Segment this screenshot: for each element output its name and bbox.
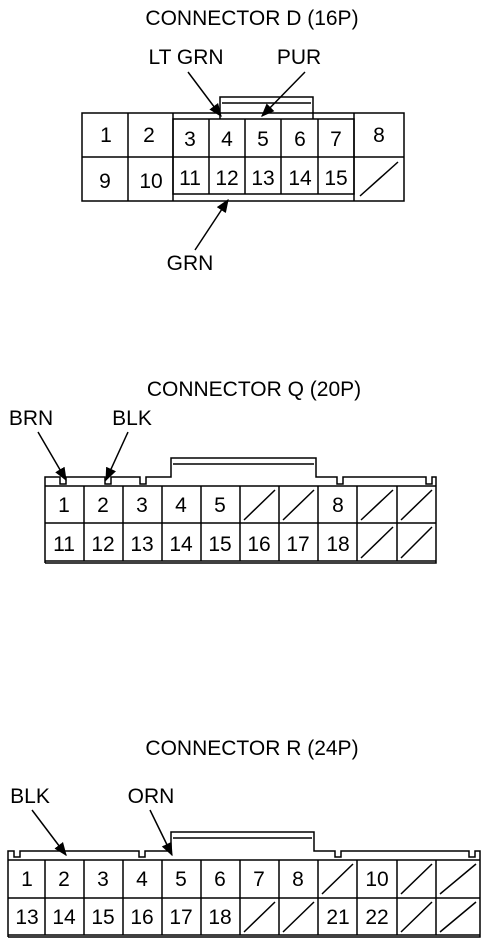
pin-label: 8 — [292, 868, 304, 891]
pin-label: 5 — [175, 868, 187, 891]
pin-label: 4 — [175, 494, 187, 517]
pin-label: 13 — [251, 167, 274, 190]
connector-q-arrows — [37, 431, 129, 482]
pin-label: 6 — [294, 128, 306, 151]
pin-label: 21 — [326, 906, 349, 929]
connector-d-wire-lt-grn: LT GRN — [148, 46, 223, 69]
pin-label: 10 — [365, 868, 388, 891]
pin-label: 4 — [221, 128, 233, 151]
arrow-blk — [31, 809, 67, 857]
connector-r-wire-blk: BLK — [10, 785, 50, 808]
pin-label: 3 — [97, 868, 109, 891]
pin-label: 17 — [169, 906, 192, 929]
connector-d-pins: 1 2 3 4 5 6 7 8 9 10 11 12 13 14 15 — [99, 124, 385, 193]
connector-r-housing — [7, 831, 481, 938]
pin-label: 14 — [52, 906, 76, 929]
arrow-lt-grn — [187, 71, 222, 118]
pin-label: 5 — [214, 494, 226, 517]
arrow-blk — [105, 431, 129, 482]
connector-r-pins: 1 2 3 4 5 6 7 8 10 13 14 15 16 17 18 21 … — [15, 868, 388, 929]
connector-q-housing — [44, 457, 437, 564]
pin-label: 22 — [365, 906, 388, 929]
connector-d-title: CONNECTOR D (16P) — [145, 7, 358, 30]
connector-q-wire-blk: BLK — [112, 407, 152, 430]
connector-d-arrows — [187, 71, 306, 251]
pin-label: 18 — [208, 906, 231, 929]
pin-label: 7 — [330, 128, 342, 151]
connector-q-wire-brn: BRN — [9, 407, 53, 430]
pin-label: 16 — [130, 906, 153, 929]
pin-label: 11 — [53, 533, 75, 556]
pin-label: 10 — [139, 170, 162, 193]
connector-q-pins: 1 2 3 4 5 8 11 12 13 14 15 16 17 18 — [53, 494, 350, 556]
pin-label: 8 — [332, 494, 344, 517]
pin-label: 4 — [136, 868, 148, 891]
pin-label: 3 — [136, 494, 148, 517]
connector-r-title: CONNECTOR R (24P) — [145, 737, 358, 760]
pin-label: 14 — [288, 167, 312, 190]
connector-d-wire-grn: GRN — [167, 252, 214, 275]
pin-label: 13 — [130, 533, 153, 556]
pin-label: 12 — [91, 533, 114, 556]
pin-label: 13 — [15, 906, 38, 929]
pin-label: 2 — [97, 494, 109, 517]
pin-label: 15 — [208, 533, 231, 556]
pin-label: 6 — [214, 868, 226, 891]
pin-label: 17 — [286, 533, 309, 556]
arrow-grn — [194, 198, 229, 251]
pin-label: 18 — [326, 533, 349, 556]
connector-d: CONNECTOR D (16P) LT GRN PUR GRN 1 — [81, 7, 405, 275]
pin-label: 8 — [373, 124, 385, 147]
connector-r-wire-orn: ORN — [128, 785, 175, 808]
pin-label: 11 — [179, 167, 201, 190]
pin-label: 5 — [257, 128, 269, 151]
arrow-orn — [149, 809, 173, 857]
pin-label: 9 — [99, 170, 111, 193]
pin-label: 15 — [91, 906, 114, 929]
pin-label: 2 — [58, 868, 70, 891]
connector-d-wire-pur: PUR — [277, 46, 321, 69]
connector-r: CONNECTOR R (24P) BLK ORN — [7, 737, 481, 938]
pin-label: 7 — [253, 868, 265, 891]
connector-q-title: CONNECTOR Q (20P) — [147, 378, 361, 401]
pin-label: 3 — [184, 128, 196, 151]
pin-label: 12 — [215, 167, 238, 190]
pin-label: 16 — [247, 533, 270, 556]
pin-label: 1 — [58, 494, 70, 517]
pin-label: 1 — [100, 124, 112, 147]
connector-r-arrows — [31, 809, 173, 857]
pin-label: 14 — [169, 533, 193, 556]
arrow-brn — [37, 431, 67, 482]
pin-label: 1 — [21, 868, 33, 891]
arrow-pur — [261, 71, 306, 117]
pin-label: 15 — [324, 167, 347, 190]
connector-q: CONNECTOR Q (20P) BRN BLK — [9, 378, 437, 564]
pin-label: 2 — [143, 124, 155, 147]
connector-d-housing — [81, 96, 405, 202]
